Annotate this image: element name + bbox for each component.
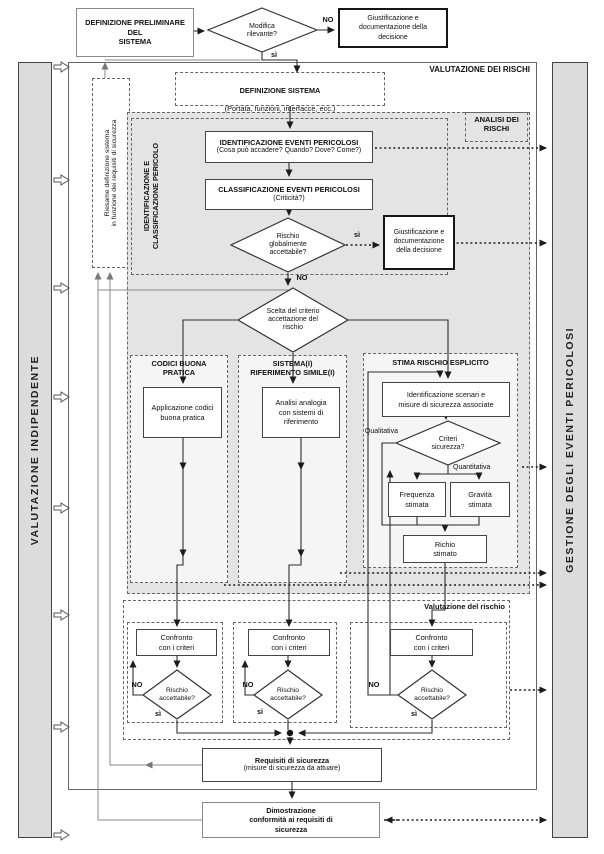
- rischio-accettabile-diamond-3: [396, 669, 468, 720]
- confronto-box-3: Confronto con i criteri: [390, 629, 473, 656]
- hollow-arrow-row: [53, 61, 70, 841]
- no-label-1: NO: [131, 680, 143, 689]
- rischio-accettabile-label-1: Rischio accettabile?: [159, 686, 195, 702]
- confronto-box-2: Confronto con i criteri: [248, 629, 330, 656]
- definizione-sistema-box: [175, 72, 385, 106]
- definizione-preliminare-box: DEFINIZIONE PRELIMINARE DEL SISTEMA: [76, 8, 194, 57]
- col1-header: CODICI BUONA PRATICA: [151, 359, 207, 378]
- requisiti-title: Requisiti di sicurezza: [254, 755, 330, 765]
- analisi-rischi-label: ANALISI DEI RISCHI: [474, 115, 519, 134]
- definizione-subtitle: (Portata, funzioni, interfacce, ecc.): [224, 104, 336, 114]
- giustificazione-box-top: Giustificazione e documentazione della d…: [338, 8, 448, 48]
- dimostrazione-box: Dimostrazione conformità ai requisiti di…: [202, 802, 380, 838]
- rischio-accettabile-diamond-1: [141, 669, 213, 720]
- classificazione-subtitle: (Criticità?): [273, 194, 305, 202]
- criteri-sicurezza-diamond: [394, 420, 502, 466]
- rischio-accettabile-label-3: Rischio accettabile?: [414, 686, 450, 702]
- frequenza-stimata-box: Frequenza stimata: [388, 482, 446, 517]
- ident-class-label: IDENTIFICAZIONE E CLASSIFICAZIONE PERICO…: [142, 142, 160, 250]
- criteri-sicurezza-label: Criteri sicurezza?: [431, 435, 465, 451]
- no-label-3: NO: [368, 680, 380, 689]
- definizione-sistema-text: DEFINIZIONE SISTEMA (Portata, funzioni, …: [175, 77, 385, 113]
- valutazione-rischio-area: [123, 600, 510, 740]
- no-label-2: NO: [242, 680, 254, 689]
- confronto-box-1: Confronto con i criteri: [136, 629, 217, 656]
- classificazione-eventi-box: CLASSIFICAZIONE EVENTI PERICOLOSI (Criti…: [205, 179, 373, 210]
- left-bar: VALUTAZIONE INDIPENDENTE: [18, 62, 52, 838]
- analisi-rischi-label-box: [465, 112, 528, 142]
- si-label-glob: sì: [353, 230, 361, 239]
- vb2-area: [233, 622, 337, 723]
- gravita-stimata-box: Gravità stimata: [450, 482, 510, 517]
- rischio-globale-diamond: [229, 217, 347, 273]
- modifica-diamond-label: Modifica rilevante?: [247, 22, 277, 38]
- right-bar: GESTIONE DEGLI EVENTI PERICOLOSI: [552, 62, 588, 838]
- no-label-glob: NO: [296, 273, 308, 282]
- si-label-1: sì: [154, 709, 162, 718]
- giustificazione-box-2: Giustificazione e documentazione della d…: [383, 215, 455, 270]
- col3-header: STIMA RISCHIO ESPLICITO: [392, 358, 489, 367]
- quantitativa-label: Quantitativa: [453, 464, 491, 471]
- identificazione-title: IDENTIFICAZIONE EVENTI PERICOLOSI: [219, 137, 359, 147]
- qualitativa-label: Qualitativa: [364, 428, 398, 435]
- col2-header: SISTEMA(I) RIFERIMENTO SIMILE(I): [250, 359, 335, 378]
- identificazione-subtitle: (Cosa può accadere? Quando? Dove? Come?): [216, 147, 362, 155]
- requisiti-subtitle: (misure di sicurezza da attuare): [243, 765, 341, 773]
- identificazione-eventi-box: IDENTIFICAZIONE EVENTI PERICOLOSI (Cosa …: [205, 131, 373, 163]
- riesame-label: Riesame definizione sistema in funzione …: [104, 119, 118, 227]
- valutazione-rischio-label: Valutazione del rischio: [424, 602, 505, 611]
- valutazione-rischi-frame: [68, 62, 537, 790]
- classificazione-title: CLASSIFICAZIONE EVENTI PERICOLOSI: [218, 185, 360, 195]
- analisi-analogia-box: Analisi analogia con sistemi di riferime…: [262, 387, 340, 438]
- rischio-globale-label: Rischio globalmente accettabile?: [269, 232, 307, 257]
- identificazione-scenari-box: Identificazione scenari e misure di sicu…: [382, 382, 510, 417]
- requisiti-sicurezza-box: Requisiti di sicurezza (misure di sicure…: [202, 748, 382, 782]
- modifica-diamond: [206, 7, 319, 53]
- scelta-criterio-diamond: [236, 287, 350, 353]
- valutazione-rischi-label: VALUTAZIONE DEI RISCHI: [429, 65, 530, 74]
- si-label-3: sì: [410, 709, 418, 718]
- si-label-2: sì: [256, 707, 264, 716]
- applicazione-codici-box: Applicazione codici buona pratica: [143, 387, 222, 438]
- rischio-accettabile-label-2: Rischio accettabile?: [270, 686, 306, 702]
- definizione-title: DEFINIZIONE SISTEMA: [239, 86, 321, 96]
- merge-junction-dot: [286, 729, 294, 737]
- si-label-top: sì: [270, 50, 278, 59]
- no-label-top: NO: [322, 15, 334, 24]
- scelta-criterio-label: Scelta del criterio accettazione del ris…: [266, 307, 320, 332]
- rischio-accettabile-diamond-2: [252, 669, 324, 720]
- rischio-stimato-box: Richio stimato: [403, 535, 487, 563]
